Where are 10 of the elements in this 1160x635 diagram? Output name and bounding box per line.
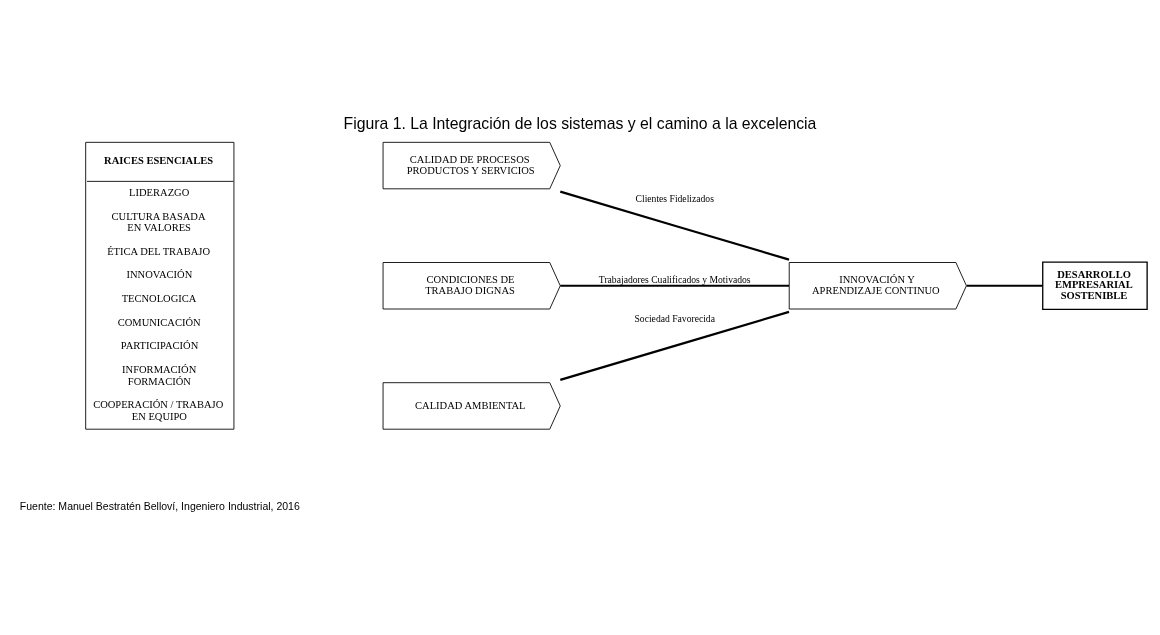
edge-label: Trabajadores Cualificados y Motivados: [598, 273, 751, 285]
edge-label: Sociedad Favorecida: [634, 312, 715, 324]
caption: Fuente: Manuel Bestratén Belloví, Ingeniero Industrial, 2016: [19, 499, 300, 512]
connector: [559, 190, 790, 261]
edge-label: Clientes Fidelizados: [635, 192, 714, 204]
connector: [560, 284, 789, 287]
connector: [966, 284, 1043, 287]
connector: [559, 310, 790, 381]
node-box: DESARROLLO EMPRESARIAL SOSTENIBLE: [1042, 260, 1148, 310]
diagram-title: Figura 1. La Integración de los sistemas y el camino a la excelencia: [343, 114, 817, 132]
